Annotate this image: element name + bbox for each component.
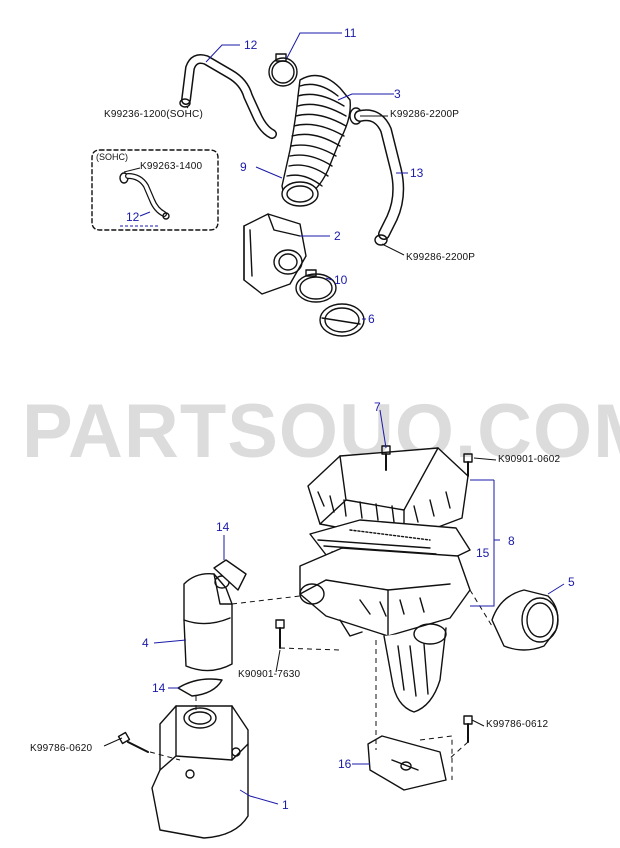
callout-6[interactable]: 6 bbox=[368, 312, 375, 326]
breather-hose-12 bbox=[179, 54, 277, 139]
callout-9[interactable]: 9 bbox=[240, 160, 247, 174]
part-number-k99286-2200p-bottom[interactable]: K99286-2200P bbox=[406, 252, 476, 263]
callout-12-upper[interactable]: 12 bbox=[244, 38, 258, 52]
part-number-k99786-0612[interactable]: K99786-0612 bbox=[486, 719, 549, 730]
clamp-11 bbox=[268, 53, 298, 87]
callout-16[interactable]: 16 bbox=[338, 757, 352, 771]
sohc-box bbox=[91, 149, 219, 231]
bolt-k90901-0602 bbox=[463, 453, 473, 477]
part-number-k99786-0620[interactable]: K99786-0620 bbox=[30, 743, 93, 754]
callout-10[interactable]: 10 bbox=[334, 273, 348, 287]
resonator-1 bbox=[151, 705, 249, 839]
bracket-16 bbox=[367, 735, 447, 791]
bolt-k99786-0612 bbox=[463, 715, 473, 743]
callout-12-sohc[interactable]: 12 bbox=[126, 210, 140, 224]
adapter-2 bbox=[243, 213, 307, 295]
callout-8[interactable]: 8 bbox=[508, 534, 515, 548]
callout-2[interactable]: 2 bbox=[334, 229, 341, 243]
assembly-lines bbox=[149, 589, 493, 780]
duct-4 bbox=[183, 573, 233, 672]
duct-5 bbox=[491, 589, 559, 651]
part-number-k99286-2200p-top[interactable]: K99286-2200P bbox=[390, 109, 460, 120]
callout-5[interactable]: 5 bbox=[568, 575, 575, 589]
callout-14-upper[interactable]: 14 bbox=[216, 520, 230, 534]
sohc-small-hose bbox=[119, 172, 170, 220]
intake-hose-3 bbox=[281, 74, 351, 207]
hose-13 bbox=[354, 109, 405, 246]
leader-lines bbox=[120, 32, 565, 805]
part-number-k90901-0602[interactable]: K90901-0602 bbox=[498, 454, 561, 465]
air-cleaner-upper bbox=[307, 445, 469, 541]
clamp-10 bbox=[295, 269, 337, 303]
part-number-k90901-7630[interactable]: K90901-7630 bbox=[238, 669, 301, 680]
bolt-k99786-0620 bbox=[117, 731, 149, 753]
watermark: PARTSOUQ.COM bbox=[22, 389, 620, 474]
ring-6 bbox=[319, 303, 365, 337]
callout-11[interactable]: 11 bbox=[344, 26, 357, 40]
callout-1[interactable]: 1 bbox=[282, 798, 289, 812]
callout-3[interactable]: 3 bbox=[394, 87, 401, 101]
sohc-box-label: (SOHC) bbox=[96, 152, 128, 162]
gasket-14-upper bbox=[213, 559, 247, 591]
air-cleaner-lower bbox=[299, 547, 471, 637]
callout-14-lower[interactable]: 14 bbox=[152, 681, 166, 695]
callout-7[interactable]: 7 bbox=[374, 400, 381, 414]
part-number-k99236-1200[interactable]: K99236-1200(SOHC) bbox=[104, 109, 204, 120]
callout-13[interactable]: 13 bbox=[410, 166, 424, 180]
lower-pipe bbox=[383, 623, 447, 713]
part-number-leaders bbox=[103, 105, 497, 747]
gasket-14-lower bbox=[177, 678, 223, 697]
part-number-k99263-1400[interactable]: K99263-1400 bbox=[140, 161, 203, 172]
callout-15[interactable]: 15 bbox=[476, 546, 490, 560]
bolt-k90901-7630 bbox=[275, 619, 285, 649]
callout-4[interactable]: 4 bbox=[142, 636, 149, 650]
